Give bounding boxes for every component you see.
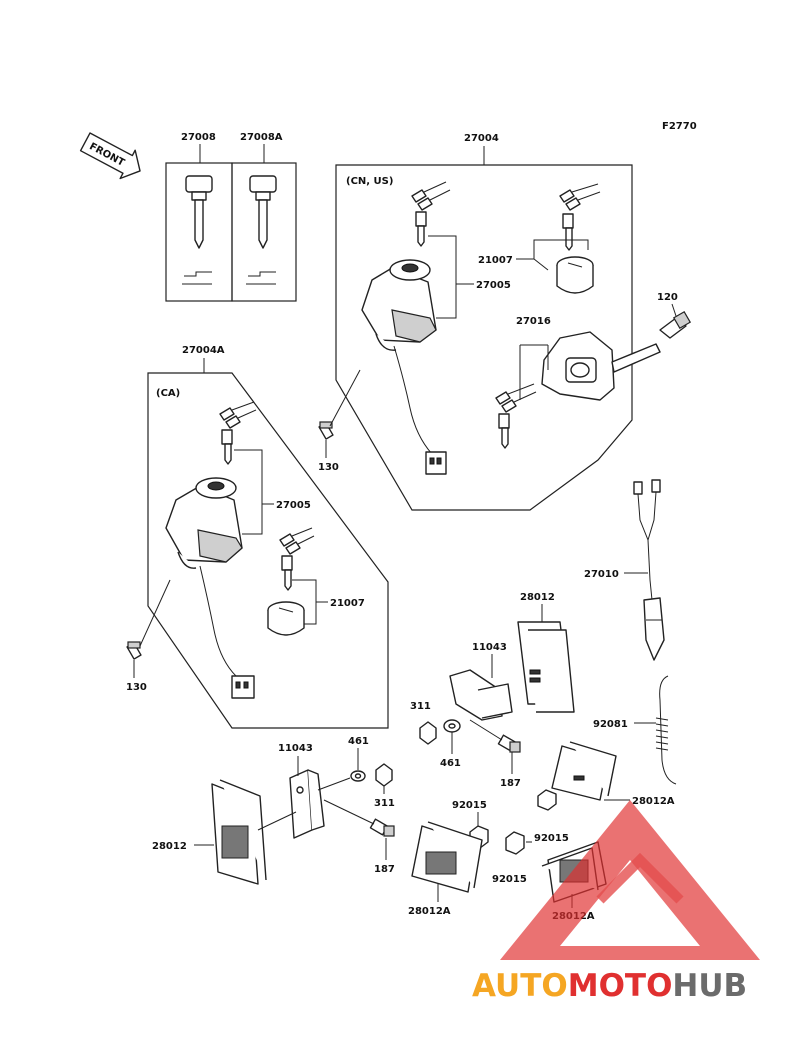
callout-28012-center: 28012 — [520, 592, 555, 603]
watermark-text: AUTOMOTOHUB — [472, 968, 747, 1004]
front-arrow-icon: FRONT — [79, 132, 141, 180]
callout-311-left: 311 — [374, 798, 395, 809]
callout-187-left: 187 — [374, 864, 395, 875]
callout-92081: 92081 — [593, 719, 628, 730]
callout-187-center: 187 — [500, 778, 521, 789]
callout-28012-left: 28012 — [152, 841, 187, 852]
callout-461-left: 461 — [348, 736, 369, 747]
callout-21007-ca: 21007 — [330, 598, 365, 609]
callout-130-ca: 130 — [126, 682, 147, 693]
callout-27004: 27004 — [464, 133, 499, 144]
bracket-icon — [289, 769, 325, 839]
callout-27005-top: 27005 — [476, 280, 511, 291]
region-cn-us: (CN, US) — [346, 176, 393, 187]
key-icon — [185, 175, 213, 249]
nut-icon — [505, 831, 525, 855]
lead-wire-icon — [633, 479, 665, 661]
seat-lock-icon — [541, 331, 661, 401]
figure-code: F2770 — [662, 121, 697, 132]
watermark-auto: AUTO — [472, 968, 568, 1004]
callout-11043-left: 11043 — [278, 743, 313, 754]
callout-461-center: 461 — [440, 758, 461, 769]
bolt-icon — [497, 734, 521, 753]
callout-27005-ca: 27005 — [276, 500, 311, 511]
reflector-panel-icon — [411, 821, 483, 893]
callout-11043-center: 11043 — [472, 642, 507, 653]
watermark-moto: MOTO — [568, 968, 673, 1004]
key-pair-icon — [559, 183, 601, 251]
callout-21007-top: 21007 — [478, 255, 513, 266]
region-ca: (CA) — [156, 388, 180, 399]
reflector-panel-icon — [211, 779, 267, 885]
bolt-icon — [659, 310, 692, 339]
reflector-panel-icon — [517, 621, 575, 713]
keys-box: 27008 27008A — [165, 132, 297, 302]
reflector-panel-icon — [551, 741, 617, 801]
spring-icon — [655, 675, 677, 785]
callout-27008A: 27008A — [240, 132, 283, 143]
ignition-switch-icon — [361, 259, 447, 475]
lock-cylinder-icon — [556, 256, 594, 294]
lock-cylinder-icon — [267, 601, 305, 636]
callout-27008: 27008 — [181, 132, 216, 143]
bolt-icon — [318, 421, 334, 440]
callout-92015-center-2: 92015 — [534, 833, 569, 844]
nut-icon — [419, 721, 437, 745]
ca-set-frame: 27004A (CA) — [147, 345, 389, 729]
callout-27016: 27016 — [516, 316, 551, 327]
callout-28012A-center: 28012A — [408, 906, 451, 917]
key-pair-icon — [279, 527, 315, 591]
callout-311-center: 311 — [410, 701, 431, 712]
washer-icon — [443, 719, 461, 733]
callout-130-top: 130 — [318, 462, 339, 473]
washer-icon — [350, 770, 366, 782]
callout-120: 120 — [657, 292, 678, 303]
callout-27004A: 27004A — [182, 345, 225, 356]
watermark-logo — [500, 800, 760, 960]
bolt-icon — [369, 818, 395, 837]
watermark-triangle-icon — [500, 800, 760, 960]
bolt-icon — [126, 641, 142, 660]
main-set-frame: 27004 (CN, US) — [335, 133, 633, 511]
ignition-switch-icon — [165, 477, 255, 699]
nut-icon — [375, 763, 393, 787]
key-pair-icon — [495, 383, 537, 449]
key-pair-icon — [411, 181, 451, 247]
bracket-icon — [449, 669, 513, 721]
watermark-hub: HUB — [672, 968, 747, 1004]
nut-icon — [537, 789, 557, 811]
callout-92015-center-3: 92015 — [492, 874, 527, 885]
key-icon — [249, 175, 277, 249]
callout-27010: 27010 — [584, 569, 619, 580]
key-pair-icon — [219, 401, 257, 465]
callout-28012A-right: 28012A — [632, 796, 675, 807]
callout-92015-center-1: 92015 — [452, 800, 487, 811]
